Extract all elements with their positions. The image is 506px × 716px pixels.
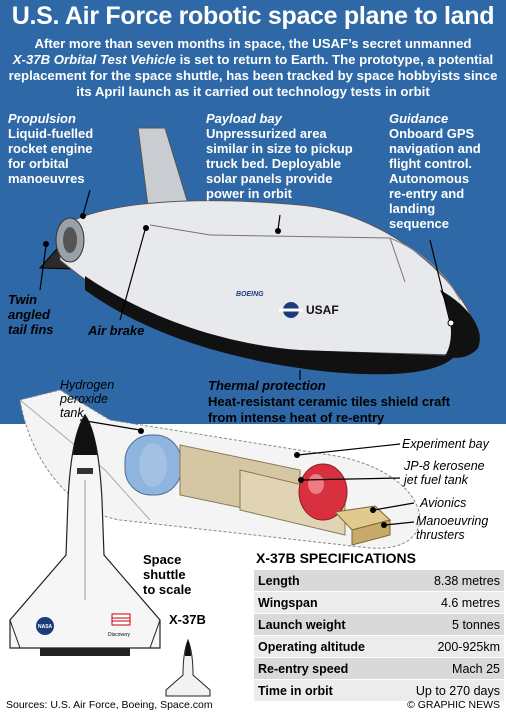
page-title: U.S. Air Force robotic space plane to la… xyxy=(11,2,495,30)
tail-fins-label: Twin angled tail fins xyxy=(8,292,54,337)
guidance-line-7: sequence xyxy=(389,216,449,231)
spec-value: Mach 25 xyxy=(392,657,504,680)
hydrogen-line-2: peroxide xyxy=(60,392,108,406)
spec-key: Time in orbit xyxy=(254,679,393,702)
usaf-marking: USAF xyxy=(306,303,339,317)
spec-key: Length xyxy=(254,570,393,592)
payload-heading: Payload bay xyxy=(206,111,282,126)
thrusters-line-2: thrusters xyxy=(416,528,465,542)
propulsion-line-4: manoeuvres xyxy=(8,171,85,186)
propulsion-label: Propulsion Liquid-fuelled rocket engine … xyxy=(8,111,93,186)
guidance-line-3: flight control. xyxy=(389,156,473,171)
x37b-cutaway xyxy=(19,389,421,549)
propulsion-line-2: rocket engine xyxy=(8,141,93,156)
guidance-line-5: re-entry and xyxy=(389,186,465,201)
hydrogen-line-3: tank xyxy=(60,406,84,420)
shuttle-scale-label: Space shuttle to scale xyxy=(143,552,191,597)
payload-label: Payload bay Unpressurized area similar i… xyxy=(206,111,353,201)
spec-value: 8.38 metres xyxy=(392,570,504,592)
guidance-line-6: landing xyxy=(389,201,436,216)
thermal-protection-label: Thermal protection Heat-resistant cerami… xyxy=(208,378,498,426)
spec-key: Operating altitude xyxy=(254,635,393,658)
payload-line-5: power in orbit xyxy=(206,186,292,201)
hydrogen-tank-label: Hydrogen peroxide tank xyxy=(60,378,114,420)
guidance-line-1: Onboard GPS xyxy=(389,126,475,141)
payload-line-2: similar in size to pickup xyxy=(206,141,353,156)
guidance-line-2: navigation and xyxy=(389,141,481,156)
spec-value: 5 tonnes xyxy=(392,613,504,636)
thermal-line-1: Heat-resistant ceramic tiles shield craf… xyxy=(208,394,451,409)
spec-key: Re-entry speed xyxy=(254,657,393,680)
spec-key: Wingspan xyxy=(254,591,393,614)
jp8-line-1: JP-8 kerosene xyxy=(404,459,485,473)
experiment-bay-label: Experiment bay xyxy=(402,437,489,451)
jet-fuel-tank-label: JP-8 kerosene jet fuel tank xyxy=(404,459,485,487)
lead-paragraph: After more than seven months in space, t… xyxy=(8,36,498,100)
guidance-line-4: Autonomous xyxy=(389,171,470,186)
thermal-heading: Thermal protection xyxy=(208,378,326,393)
jp8-line-2: jet fuel tank xyxy=(404,473,468,487)
spec-key: Launch weight xyxy=(254,613,393,636)
shuttle-scale-line-1: Space xyxy=(143,552,182,567)
tail-fins-line-1: Twin xyxy=(8,292,38,307)
guidance-label: Guidance Onboard GPS navigation and flig… xyxy=(389,111,481,231)
shuttle-scale-line-2: shuttle xyxy=(143,567,186,582)
nasa-marking: NASA xyxy=(38,624,53,630)
spec-value: Up to 270 days xyxy=(392,679,504,702)
payload-line-3: truck bed. Deployable xyxy=(206,156,342,171)
payload-line-1: Unpressurized area xyxy=(206,126,327,141)
propulsion-line-1: Liquid-fuelled xyxy=(8,126,94,141)
tail-fins-line-3: tail fins xyxy=(8,322,54,337)
lead-part-1: After more than seven months in space, t… xyxy=(34,36,472,51)
tail-fins-line-2: angled xyxy=(8,307,50,322)
avionics-label: Avionics xyxy=(420,496,467,510)
x37b-side-view xyxy=(38,127,480,380)
header-band xyxy=(0,0,506,104)
x37b-scale-label: X-37B xyxy=(169,612,206,627)
spec-value: 200-925km xyxy=(392,635,504,658)
lead-vehicle-name: X-37B Orbital Test Vehicle xyxy=(12,52,176,67)
discovery-marking: Discovery xyxy=(108,632,130,638)
thrusters-label: Manoeuvring thrusters xyxy=(416,514,488,542)
shuttle-scale-line-3: to scale xyxy=(143,582,192,597)
guidance-heading: Guidance xyxy=(389,111,449,126)
hydrogen-line-1: Hydrogen xyxy=(60,378,115,392)
thermal-line-2: from intense heat of re-entry xyxy=(208,410,385,425)
sources-footer: Sources: U.S. Air Force, Boeing, Space.c… xyxy=(6,699,213,711)
propulsion-line-3: for orbital xyxy=(8,156,69,171)
thrusters-line-1: Manoeuvring xyxy=(416,514,489,528)
credit-footer: © GRAPHIC NEWS xyxy=(407,699,500,711)
payload-line-4: solar panels provide xyxy=(206,171,333,186)
propulsion-heading: Propulsion xyxy=(8,111,76,126)
lead-part-2: is set to return to Earth. The prototype… xyxy=(8,52,498,99)
spec-value: 4.6 metres xyxy=(392,591,504,614)
boeing-marking: BOEING xyxy=(236,291,264,298)
x37b-top-view-scale xyxy=(165,638,211,697)
specs-title: X-37B SPECIFICATIONS xyxy=(256,550,416,566)
space-shuttle-top-view xyxy=(9,413,161,656)
air-brake-label: Air brake xyxy=(88,323,145,338)
